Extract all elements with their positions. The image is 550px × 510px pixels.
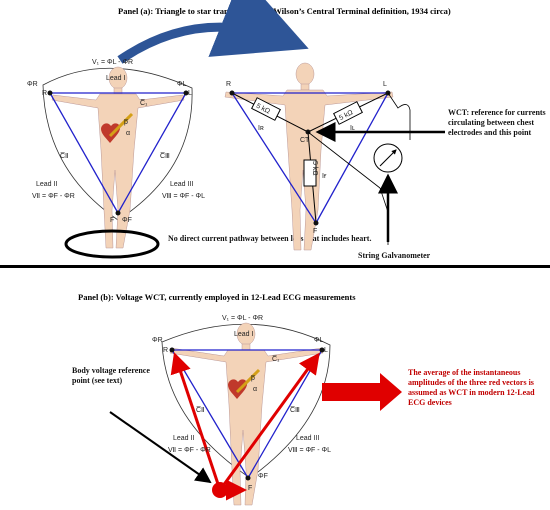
label-lead2-b: Lead II bbox=[173, 435, 194, 442]
eq-lead1-b: V₁ = ΦL - ΦR bbox=[222, 315, 263, 322]
star-side-right bbox=[315, 92, 389, 224]
electrode-r-b bbox=[169, 347, 175, 353]
avg-note: The average of the instantaneous amplitu… bbox=[408, 368, 535, 407]
node-r bbox=[229, 90, 235, 96]
heart-vector bbox=[108, 112, 134, 138]
heart-icon bbox=[101, 123, 121, 143]
electrode-l-b bbox=[319, 347, 325, 353]
label-r: R bbox=[42, 90, 47, 97]
label-c2: C̅Ⅱ bbox=[60, 152, 69, 160]
label-lead3: Lead III bbox=[170, 181, 193, 188]
galvanometer-needle bbox=[379, 149, 397, 167]
label-c3: C̅Ⅲ bbox=[160, 152, 170, 160]
avg-note-box: The average of the instantaneous amplitu… bbox=[408, 368, 535, 407]
heart-vector-b bbox=[235, 368, 261, 394]
label-lead1-b: Lead I bbox=[234, 331, 254, 338]
label-lead1: Lead I bbox=[106, 75, 126, 82]
label-phi-r-b: ΦR bbox=[152, 337, 163, 344]
big-red-arrow bbox=[322, 373, 402, 411]
label-ir: Iʀ bbox=[258, 125, 264, 132]
label-resistor-f: 5 kΩ bbox=[311, 161, 318, 176]
electrode-r bbox=[47, 90, 53, 96]
panel-b: Panel (b): Voltage WCT, currently employ… bbox=[72, 292, 535, 506]
red-vector-r bbox=[170, 352, 222, 491]
eq-lead3: VⅢ = ΦF - ΦL bbox=[162, 193, 205, 200]
label-f: F bbox=[110, 217, 114, 224]
heart-icon-b bbox=[228, 379, 248, 399]
body-ref-arrow bbox=[109, 411, 212, 484]
reference-point bbox=[212, 482, 228, 498]
label-alpha: α bbox=[126, 130, 130, 137]
red-vector-l bbox=[218, 352, 320, 491]
resistor-f bbox=[303, 159, 317, 187]
resistor-l bbox=[333, 101, 363, 125]
transform-arrow bbox=[117, 0, 309, 64]
label-c2-b: C̅Ⅱ bbox=[196, 406, 205, 414]
label-r-b: R bbox=[163, 347, 168, 354]
limb-boundary-curve bbox=[42, 67, 193, 221]
panel-a: Panel (a): Triangle to star transformati… bbox=[27, 0, 546, 260]
panel-b-title: Panel (b): Voltage WCT, currently employ… bbox=[78, 292, 356, 302]
label-phi-l: ΦL bbox=[177, 81, 187, 88]
label-p-b: p̅ bbox=[250, 375, 256, 382]
label-p: p̅ bbox=[123, 119, 129, 126]
resistor-r bbox=[251, 97, 281, 121]
label-phi-l-b: ΦL bbox=[314, 337, 324, 344]
electrode-f-b bbox=[245, 475, 251, 481]
label-alpha-b: α bbox=[253, 386, 257, 393]
label-f-b: F bbox=[248, 485, 252, 492]
body-ref-note-box: Body voltage reference point (see text) bbox=[72, 366, 150, 385]
label-phi-r: ΦR bbox=[27, 81, 38, 88]
eq-lead2-b: VⅡ = ΦF - ΦR bbox=[168, 447, 211, 454]
triangle-side-left bbox=[49, 92, 119, 214]
label-lead2: Lead II bbox=[36, 181, 57, 188]
electrode-l bbox=[183, 90, 189, 96]
triangle-side-right bbox=[117, 92, 187, 214]
no-current-note-text: No direct current pathway between legs t… bbox=[168, 234, 371, 243]
panel-divider bbox=[0, 265, 550, 268]
label-phi-f: ΦF bbox=[122, 217, 132, 224]
label-c3-b: C̅Ⅲ bbox=[290, 406, 300, 414]
galvanometer-label: String Galvanometer bbox=[358, 251, 431, 260]
node-f bbox=[313, 220, 319, 226]
label-phi-f-b: ΦF bbox=[258, 473, 268, 480]
eq-lead2: VⅡ = ΦF - ΦR bbox=[32, 193, 75, 200]
label-ct: CT bbox=[300, 137, 310, 144]
eq-lead1: V₁ = ΦL - ΦR bbox=[92, 59, 133, 66]
label-l: L bbox=[188, 90, 192, 97]
label-f2: F bbox=[313, 228, 317, 235]
label-c1: C̅₁ bbox=[140, 99, 148, 107]
label-if: Iғ bbox=[322, 173, 327, 180]
wilson-star-figure: 5 kΩ 5 kΩ 5 kΩ R L F CT Iʀ Iʟ Iғ bbox=[224, 62, 411, 251]
human-body-2 bbox=[224, 62, 394, 251]
label-r2: R bbox=[226, 81, 231, 88]
legs-highlight-ellipse bbox=[64, 229, 160, 259]
eq-lead3-b: VⅢ = ΦF - ΦL bbox=[288, 447, 331, 454]
label-l2: L bbox=[383, 81, 387, 88]
label-il: Iʟ bbox=[350, 125, 355, 132]
panel-a-title: Panel (a): Triangle to star transformati… bbox=[118, 6, 451, 16]
wct-note-text: WCT: reference for currents circulating … bbox=[448, 108, 546, 137]
no-current-note: No direct current pathway between legs t… bbox=[168, 234, 371, 243]
label-lead3-b: Lead III bbox=[296, 435, 319, 442]
wct-note-box: WCT: reference for currents circulating … bbox=[448, 108, 546, 137]
einthoven-triangle-figure: V₁ = ΦL - ΦR Lead I C̅₁ ΦR ΦL R L p̅ α C… bbox=[27, 59, 205, 249]
electrode-f bbox=[115, 210, 121, 216]
body-ref-note: Body voltage reference point (see text) bbox=[72, 366, 150, 385]
label-c1-b: C̅₁ bbox=[272, 355, 280, 363]
star-side-left bbox=[231, 92, 317, 224]
label-l-b: L bbox=[324, 347, 328, 354]
